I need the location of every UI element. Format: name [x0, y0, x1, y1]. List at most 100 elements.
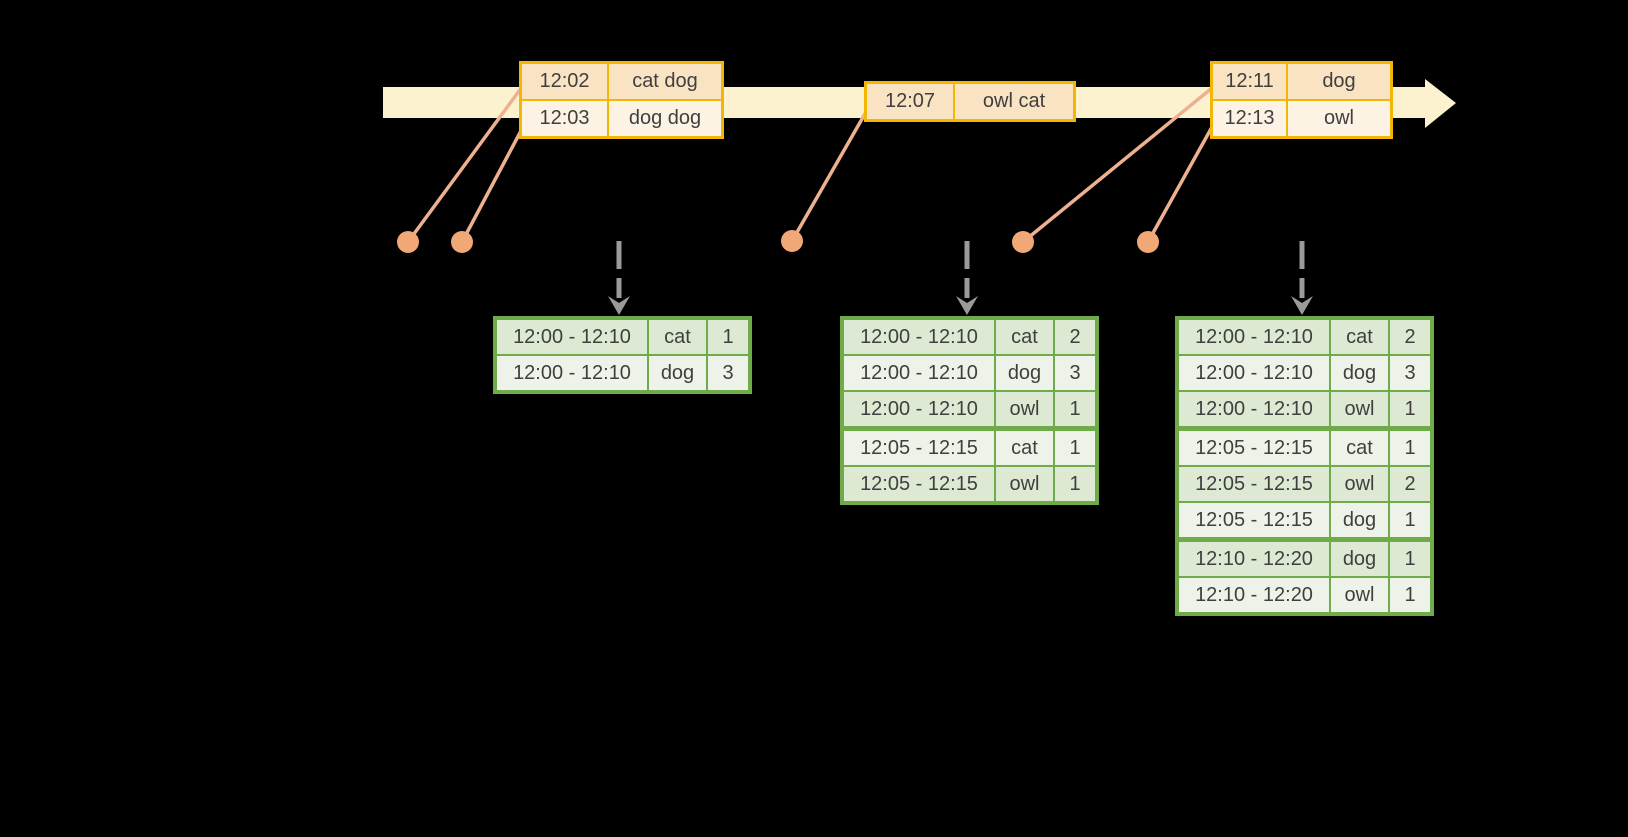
result-row: 12:10 - 12:20 owl 1: [1176, 576, 1433, 615]
connector-line: [406, 85, 524, 244]
result-row: 12:00 - 12:10 cat 2: [841, 317, 1098, 356]
result-row: 12:05 - 12:15 dog 1: [1176, 501, 1433, 541]
result-count-cell: 1: [1388, 390, 1433, 430]
result-count-cell: 2: [1053, 317, 1098, 356]
result-count-cell: 1: [1388, 501, 1433, 541]
event-time-cell: 12:07: [864, 81, 955, 122]
result-word-cell: cat: [647, 317, 708, 356]
result-count-cell: 1: [1053, 465, 1098, 504]
result-window-cell: 12:00 - 12:10: [1176, 390, 1331, 430]
result-window-cell: 12:00 - 12:10: [494, 354, 649, 393]
trigger-arrowhead-icon: [608, 296, 630, 315]
result-table-2: 12:00 - 12:10 cat 2 12:00 - 12:10 dog 3 …: [840, 316, 1099, 505]
result-word-cell: owl: [994, 390, 1055, 430]
trigger-arrows: [608, 241, 1313, 315]
result-window-cell: 12:00 - 12:10: [1176, 317, 1331, 356]
event-time-cell: 12:02: [519, 61, 609, 101]
event-row: 12:11 dog: [1210, 61, 1393, 101]
result-word-cell: owl: [1329, 465, 1390, 503]
connector-line: [790, 110, 868, 243]
result-window-cell: 12:05 - 12:15: [1176, 501, 1331, 541]
result-count-cell: 2: [1388, 465, 1433, 503]
result-word-cell: cat: [1329, 317, 1390, 356]
result-row: 12:10 - 12:20 dog 1: [1176, 537, 1433, 578]
result-window-cell: 12:00 - 12:10: [841, 354, 996, 392]
result-count-cell: 1: [1053, 426, 1098, 467]
event-table-3-body: 12:11 dog 12:13 owl: [1210, 61, 1393, 139]
result-row: 12:05 - 12:15 cat 1: [841, 426, 1098, 467]
result-word-cell: owl: [994, 465, 1055, 504]
connector-line: [1146, 125, 1214, 244]
record-dot-icon: [451, 231, 473, 253]
timeline-arrowhead-icon: [1425, 79, 1456, 128]
result-count-cell: 1: [1388, 576, 1433, 615]
result-word-cell: owl: [1329, 576, 1390, 615]
result-window-cell: 12:05 - 12:15: [1176, 426, 1331, 467]
result-row: 12:00 - 12:10 cat 1: [494, 317, 751, 356]
result-row: 12:05 - 12:15 owl 2: [1176, 465, 1433, 503]
result-count-cell: 1: [1053, 390, 1098, 430]
connector-line: [1021, 86, 1214, 244]
event-words-cell: owl: [1286, 99, 1393, 139]
event-time-cell: 12:11: [1210, 61, 1288, 101]
event-time-cell: 12:13: [1210, 99, 1288, 139]
record-dot-icon: [1137, 231, 1159, 253]
result-word-cell: dog: [1329, 501, 1390, 541]
trigger-arrowhead-icon: [1291, 296, 1313, 315]
result-window-cell: 12:10 - 12:20: [1176, 537, 1331, 578]
result-table-1-body: 12:00 - 12:10 cat 1 12:00 - 12:10 dog 3: [494, 317, 751, 393]
result-row: 12:00 - 12:10 dog 3: [494, 354, 751, 393]
result-word-cell: owl: [1329, 390, 1390, 430]
result-count-cell: 1: [1388, 426, 1433, 467]
result-window-cell: 12:00 - 12:10: [494, 317, 649, 356]
result-row: 12:05 - 12:15 owl 1: [841, 465, 1098, 504]
event-table-2: 12:07 owl cat: [864, 81, 1076, 122]
record-dot-icon: [781, 230, 803, 252]
event-row: 12:03 dog dog: [519, 99, 724, 139]
event-words-cell: dog: [1286, 61, 1393, 101]
result-word-cell: dog: [647, 354, 708, 393]
event-row: 12:02 cat dog: [519, 61, 724, 101]
result-window-cell: 12:00 - 12:10: [1176, 354, 1331, 392]
event-row: 12:07 owl cat: [864, 81, 1076, 122]
event-table-3: 12:11 dog 12:13 owl: [1210, 61, 1393, 139]
result-count-cell: 3: [1053, 354, 1098, 392]
event-table-1-body: 12:02 cat dog 12:03 dog dog: [519, 61, 724, 139]
result-row: 12:00 - 12:10 owl 1: [1176, 390, 1433, 430]
result-table-1: 12:00 - 12:10 cat 1 12:00 - 12:10 dog 3: [493, 316, 752, 394]
event-time-cell: 12:03: [519, 99, 609, 139]
event-words-cell: dog dog: [607, 99, 724, 139]
result-window-cell: 12:00 - 12:10: [841, 390, 996, 430]
event-words-cell: cat dog: [607, 61, 724, 101]
result-word-cell: cat: [994, 426, 1055, 467]
connector-lines: [406, 85, 1214, 244]
result-row: 12:00 - 12:10 owl 1: [841, 390, 1098, 430]
event-table-2-body: 12:07 owl cat: [864, 81, 1076, 122]
record-dot-icon: [397, 231, 419, 253]
result-count-cell: 2: [1388, 317, 1433, 356]
result-table-2-body: 12:00 - 12:10 cat 2 12:00 - 12:10 dog 3 …: [841, 317, 1098, 504]
result-word-cell: cat: [994, 317, 1055, 356]
result-row: 12:00 - 12:10 dog 3: [841, 354, 1098, 392]
result-word-cell: cat: [1329, 426, 1390, 467]
connector-line: [460, 125, 525, 244]
result-window-cell: 12:05 - 12:15: [1176, 465, 1331, 503]
trigger-arrowhead-icon: [956, 296, 978, 315]
result-window-cell: 12:05 - 12:15: [841, 426, 996, 467]
result-count-cell: 3: [706, 354, 751, 393]
event-row: 12:13 owl: [1210, 99, 1393, 139]
result-window-cell: 12:05 - 12:15: [841, 465, 996, 504]
event-words-cell: owl cat: [953, 81, 1076, 122]
result-word-cell: dog: [1329, 354, 1390, 392]
result-count-cell: 3: [1388, 354, 1433, 392]
result-window-cell: 12:10 - 12:20: [1176, 576, 1331, 615]
result-table-3: 12:00 - 12:10 cat 2 12:00 - 12:10 dog 3 …: [1175, 316, 1434, 616]
result-window-cell: 12:00 - 12:10: [841, 317, 996, 356]
result-row: 12:05 - 12:15 cat 1: [1176, 426, 1433, 467]
record-dots: [397, 230, 1159, 253]
result-word-cell: dog: [994, 354, 1055, 392]
result-count-cell: 1: [706, 317, 751, 356]
result-row: 12:00 - 12:10 dog 3: [1176, 354, 1433, 392]
record-dot-icon: [1012, 231, 1034, 253]
